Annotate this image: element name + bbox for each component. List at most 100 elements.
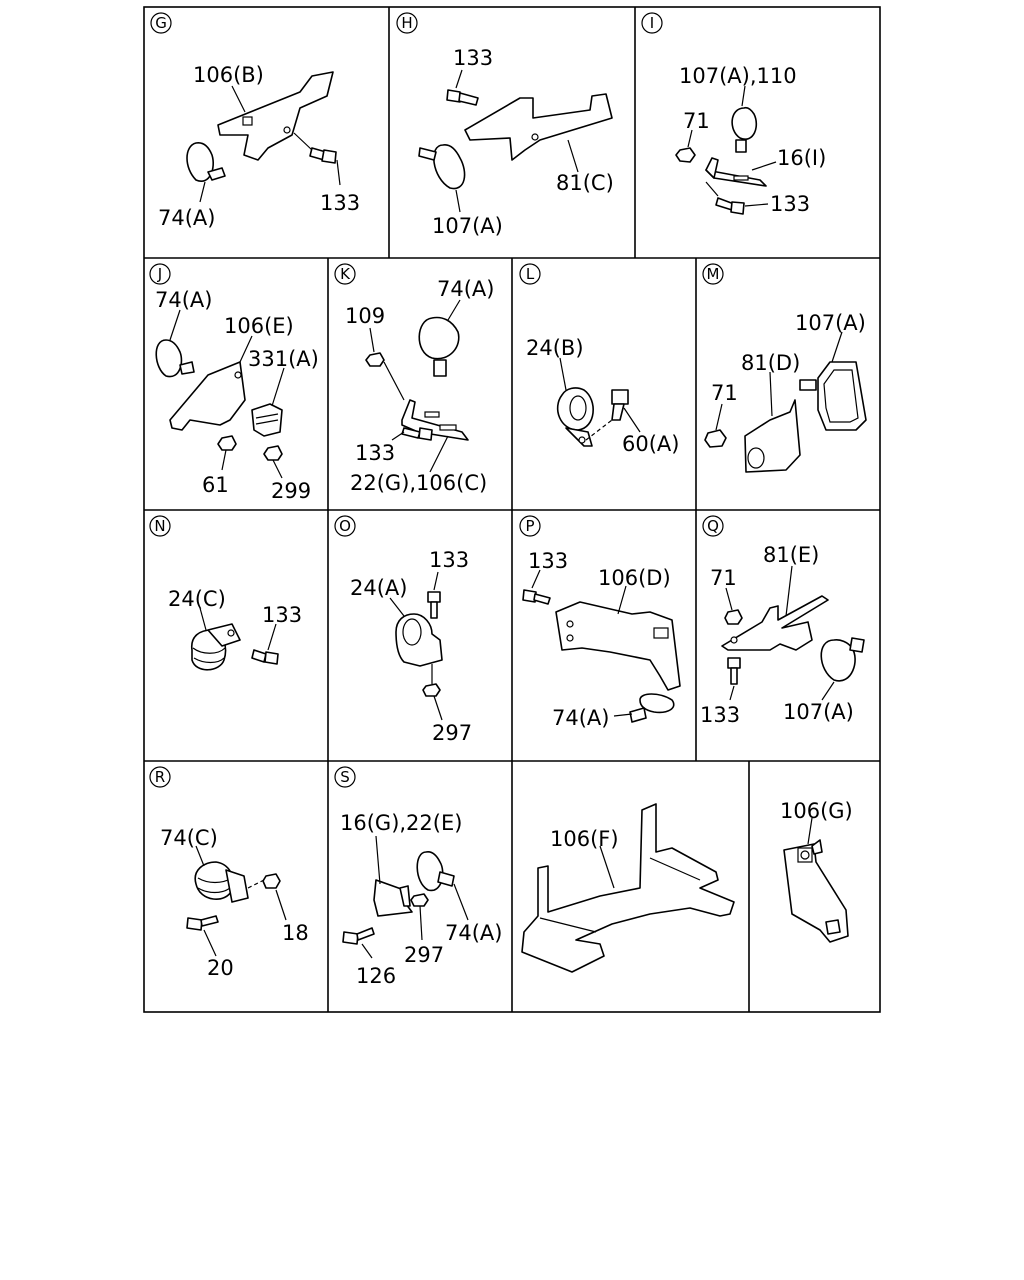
panel-t: 106(F): [521, 803, 735, 973]
label-133: 133: [528, 549, 568, 573]
svg-text:L: L: [526, 265, 535, 283]
label-24c: 24(C): [168, 587, 226, 611]
bracket-81c: [464, 93, 613, 161]
bolt-133: [727, 657, 741, 685]
clamp-107a-110: [731, 106, 758, 153]
panel-letter-g: G: [150, 12, 172, 34]
nut-299: [263, 445, 283, 461]
bolt-60a: [611, 389, 629, 421]
label-74a: 74(A): [155, 288, 212, 312]
clamp-107a: [820, 637, 865, 682]
label-18: 18: [282, 921, 309, 945]
panel-letter-q: Q: [702, 515, 724, 537]
bracket-16i: [705, 157, 767, 187]
panel-letter-r: R: [149, 766, 171, 788]
panel-letter-p: P: [519, 515, 541, 537]
svg-text:O: O: [339, 517, 351, 535]
bolt-133: [251, 649, 279, 665]
label-107a-110: 107(A),110: [679, 64, 797, 88]
panel-j: J 74(A) 106(E) 331(A) 61 299: [149, 263, 319, 503]
bracket-106b: [217, 71, 334, 161]
panel-k: K 74(A) 109 133 22(G),106(C): [334, 263, 494, 495]
label-106e: 106(E): [224, 314, 294, 338]
clamp-74a: [186, 142, 226, 182]
panel-letter-j: J: [149, 263, 171, 285]
panel-r: R 74(C) 18 20: [149, 766, 309, 980]
clamp-74c: [194, 861, 249, 903]
svg-text:R: R: [155, 768, 165, 786]
panel-l: L 24(B) 60(A): [519, 263, 679, 456]
label-133: 133: [453, 46, 493, 70]
panel-letter-l: L: [519, 263, 541, 285]
label-331a: 331(A): [248, 347, 319, 371]
clamp-74a: [416, 851, 455, 892]
label-16g-22e: 16(G),22(E): [340, 811, 462, 835]
bolt-133: [446, 89, 479, 106]
label-74a: 74(A): [552, 706, 609, 730]
label-20: 20: [207, 956, 234, 980]
label-71: 71: [683, 109, 710, 133]
panel-g: G 106(B) 133 74(A): [150, 12, 360, 230]
panel-letter-i: I: [641, 12, 663, 34]
clamp-24c: [190, 623, 241, 671]
bracket-106g: [783, 839, 849, 943]
label-71: 71: [711, 381, 738, 405]
svg-text:Q: Q: [707, 517, 719, 535]
bolt-126: [342, 927, 375, 945]
label-133: 133: [355, 441, 395, 465]
label-22g-106c: 22(G),106(C): [350, 471, 487, 495]
label-74a: 74(A): [158, 206, 215, 230]
panel-letter-s: S: [334, 766, 356, 788]
label-107a: 107(A): [795, 311, 866, 335]
label-133: 133: [700, 703, 740, 727]
bolt-133: [522, 589, 551, 605]
panel-h: H 133 81(C) 107(A): [396, 12, 614, 238]
bolt-133: [401, 427, 433, 441]
label-299: 299: [271, 479, 311, 503]
panel-n: N 24(C) 133: [149, 515, 302, 671]
label-107a: 107(A): [783, 700, 854, 724]
label-133: 133: [320, 191, 360, 215]
label-74c: 74(C): [160, 826, 218, 850]
bracket-22g-106c: [401, 399, 469, 441]
label-24a: 24(A): [350, 576, 407, 600]
nut-71: [704, 429, 727, 448]
label-126: 126: [356, 964, 396, 988]
clamp-107a: [418, 144, 466, 190]
label-106d: 106(D): [598, 566, 671, 590]
clamp-24b: [556, 387, 594, 447]
panel-m: M 107(A) 81(D) 71: [702, 263, 867, 473]
label-106f: 106(F): [550, 827, 619, 851]
grommet-331a: [251, 403, 283, 437]
bracket-16g-22e: [373, 879, 413, 917]
label-24b: 24(B): [526, 336, 584, 360]
label-60a: 60(A): [622, 432, 679, 456]
panel-letter-n: N: [149, 515, 171, 537]
nut-109: [365, 352, 385, 367]
clamp-107a: [799, 361, 867, 431]
bolt-20: [186, 915, 219, 931]
label-81d: 81(D): [741, 351, 800, 375]
bolt-133: [309, 147, 337, 164]
svg-text:S: S: [340, 768, 350, 786]
label-81e: 81(E): [763, 543, 819, 567]
svg-text:G: G: [155, 14, 167, 32]
bracket-106d: [555, 601, 681, 691]
clamp-74a: [155, 339, 195, 378]
panel-o: O 133 24(A) 297: [334, 515, 472, 745]
clamp-74a: [629, 693, 675, 723]
bracket-81d: [744, 399, 801, 473]
svg-text:N: N: [154, 517, 165, 535]
bracket-106e: [169, 361, 246, 431]
label-133: 133: [262, 603, 302, 627]
svg-text:P: P: [525, 517, 534, 535]
bracket-106f: [521, 803, 735, 973]
panel-letter-o: O: [334, 515, 356, 537]
label-16i: 16(I): [777, 146, 826, 170]
nut-61: [217, 435, 237, 451]
label-74a: 74(A): [445, 921, 502, 945]
bolt-133: [427, 591, 441, 619]
label-61: 61: [202, 473, 229, 497]
bolt-133: [715, 197, 745, 215]
